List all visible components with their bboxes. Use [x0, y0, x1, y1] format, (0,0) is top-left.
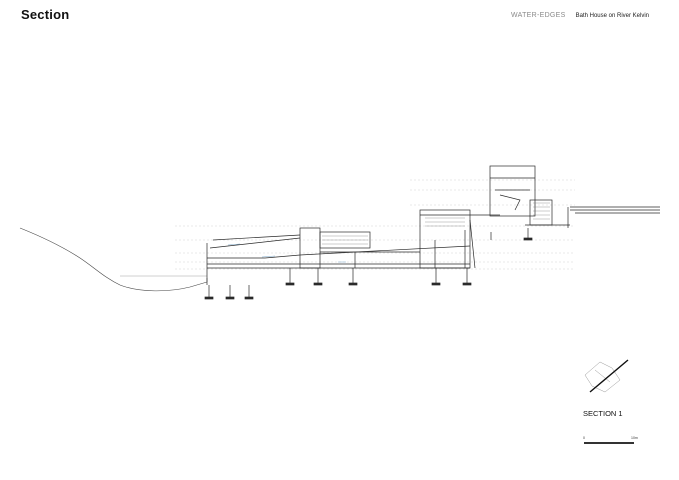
page-title: Section — [21, 7, 70, 22]
level-lines — [175, 179, 575, 270]
scale-bar-graphic — [584, 442, 634, 444]
section-label: SECTION 1 — [583, 409, 623, 418]
water-annotations — [227, 243, 346, 263]
terrain-line — [19, 227, 208, 292]
scale-bar: 0 10m — [583, 436, 653, 448]
support-columns — [204, 228, 533, 300]
building-section — [206, 165, 660, 285]
project-tag: WATER-EDGES — [510, 12, 566, 19]
project-name: Bath House on River Kelvin — [575, 13, 649, 19]
scale-max-label: 10m — [631, 436, 638, 440]
detail-hatching — [322, 202, 550, 245]
header-project: WATER-EDGES Bath House on River Kelvin — [511, 12, 649, 19]
key-plan-icon — [584, 359, 629, 393]
scale-min-label: 0 — [583, 436, 585, 440]
